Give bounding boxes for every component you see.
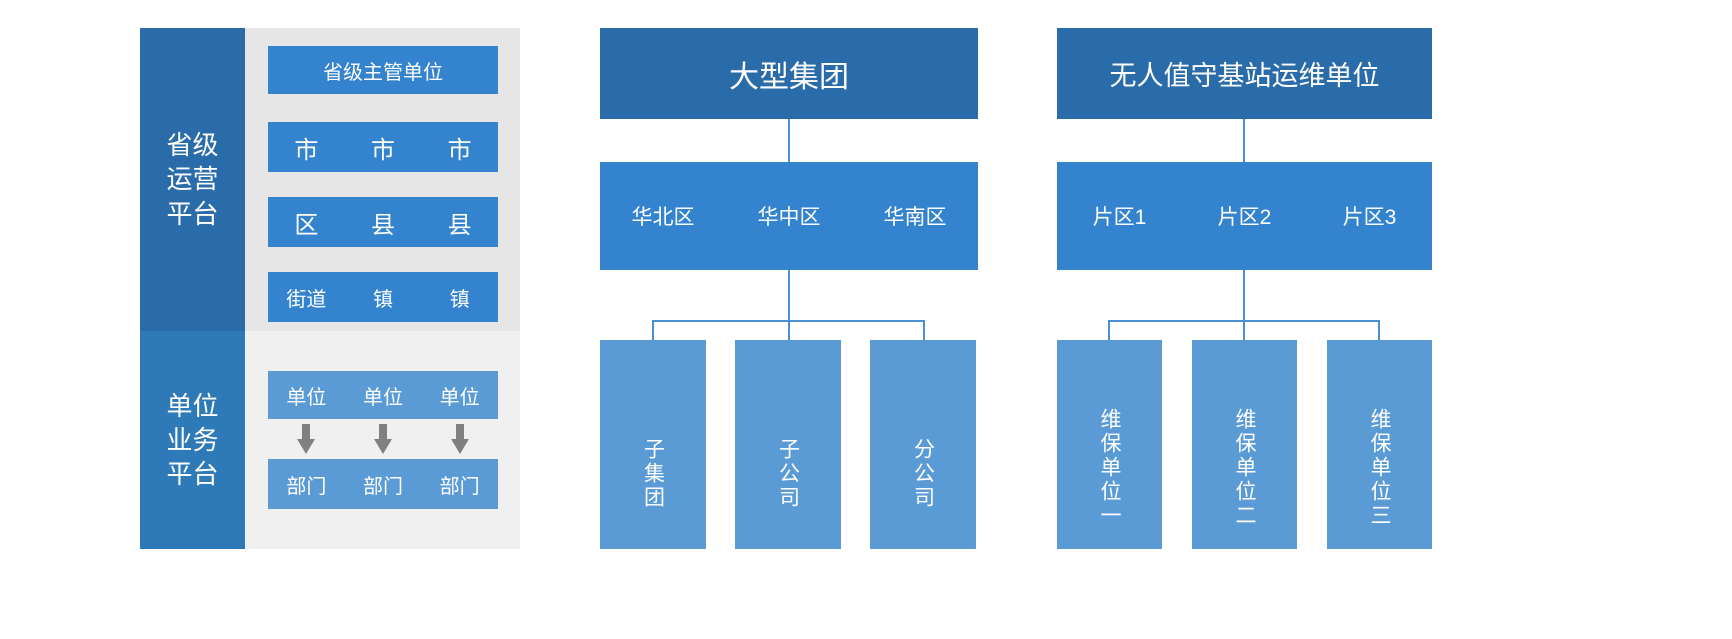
connector-to-leaf-2 <box>788 320 790 340</box>
sidebar-label-provincial-operation-platform[interactable]: 省级 运营 平台 <box>140 28 245 331</box>
node-label: 区 <box>294 211 319 239</box>
sidebar-label-unit-business-platform[interactable]: 单位 业务 平台 <box>140 331 245 549</box>
node-label: 单位 <box>439 386 480 409</box>
node-label: 无人值守基站运维单位 <box>1109 61 1380 91</box>
band-label-zone-1: 片区1 <box>1092 206 1147 229</box>
band-label-north: 华北区 <box>631 206 695 229</box>
band-label-central: 华中区 <box>757 206 821 229</box>
node-label: 镇 <box>449 288 470 311</box>
unmanned-station-om-tree: 无人值守基站运维单位 片区1 片区2 片区3 维保单位一 维保单位二 维保单位三 <box>1057 28 1432 549</box>
connector-to-leaf-3 <box>1378 320 1380 340</box>
node-label: 省级主管单位 <box>323 61 443 84</box>
node-label: 部门 <box>286 475 327 498</box>
node-label: 市 <box>294 136 319 164</box>
node-label: 大型集团 <box>729 60 849 94</box>
sidebar-label-line: 单位 <box>166 390 219 421</box>
band-label-zone-3: 片区3 <box>1342 206 1397 229</box>
connector-to-leaf-1 <box>652 320 654 340</box>
node-band-zones[interactable]: 片区1 片区2 片区3 <box>1057 162 1432 270</box>
band-label-south: 华南区 <box>883 206 947 229</box>
node-label: 单位 <box>363 386 403 409</box>
leaf-label: 维保单位二 <box>1233 407 1256 528</box>
node-label: 市 <box>447 136 472 164</box>
node-label: 单位 <box>286 386 327 409</box>
arrow-row-4 <box>268 423 498 455</box>
node-label: 县 <box>371 211 395 239</box>
connector-to-leaf-3 <box>923 320 925 340</box>
node-label: 市 <box>371 136 395 164</box>
connector-band-stem <box>1243 270 1245 320</box>
leaf-label: 分公司 <box>911 437 935 510</box>
leaf-label: 维保单位一 <box>1098 407 1121 528</box>
connector-band-stem <box>788 270 790 320</box>
node-row-districts[interactable]: 区 县 县 <box>268 197 498 247</box>
leaf-subsidiary[interactable]: 子公司 <box>735 340 841 549</box>
provincial-platform-panel: 省级 运营 平台 单位 业务 平台 省级主管单位 市 市 <box>140 28 520 549</box>
sidebar-label-line: 业务 <box>166 424 219 455</box>
node-label: 部门 <box>363 475 403 498</box>
node-unmanned-station-om-unit[interactable]: 无人值守基站运维单位 <box>1057 28 1432 119</box>
node-row-streets[interactable]: 街道 镇 镇 <box>268 272 498 322</box>
leaf-label: 子集团 <box>641 437 665 510</box>
leaf-label: 维保单位三 <box>1368 407 1391 528</box>
down-arrow-icon <box>421 423 498 455</box>
node-row-units[interactable]: 单位 单位 单位 <box>268 371 498 419</box>
node-row-departments[interactable]: 部门 部门 部门 <box>268 459 498 509</box>
node-label: 部门 <box>439 475 480 498</box>
band-label-zone-2: 片区2 <box>1217 206 1272 229</box>
node-row-cities[interactable]: 市 市 市 <box>268 122 498 172</box>
sidebar-label-line: 平台 <box>166 459 219 490</box>
connector-to-leaf-2 <box>1243 320 1245 340</box>
connector-root-to-band <box>788 119 790 162</box>
leaf-label: 子公司 <box>776 437 800 510</box>
node-label: 县 <box>447 211 472 239</box>
connector-to-leaf-1 <box>1108 320 1110 340</box>
node-label: 镇 <box>373 288 393 311</box>
connector-root-to-band <box>1243 119 1245 162</box>
leaf-maintenance-unit-1[interactable]: 维保单位一 <box>1057 340 1162 549</box>
sidebar-label-line: 运营 <box>166 164 219 195</box>
down-arrow-icon <box>268 423 345 455</box>
large-group-tree: 大型集团 华北区 华中区 华南区 子集团 子公司 分公司 <box>600 28 978 549</box>
sidebar-label-line: 平台 <box>166 198 219 229</box>
node-provincial-authority[interactable]: 省级主管单位 <box>268 46 498 94</box>
node-label: 街道 <box>286 288 327 311</box>
leaf-branch-company[interactable]: 分公司 <box>870 340 976 549</box>
node-large-group[interactable]: 大型集团 <box>600 28 978 119</box>
leaf-sub-group[interactable]: 子集团 <box>600 340 706 549</box>
down-arrow-icon <box>345 423 422 455</box>
leaf-maintenance-unit-2[interactable]: 维保单位二 <box>1192 340 1297 549</box>
node-band-regions[interactable]: 华北区 华中区 华南区 <box>600 162 978 270</box>
sidebar-label-line: 省级 <box>166 130 219 161</box>
leaf-maintenance-unit-3[interactable]: 维保单位三 <box>1327 340 1432 549</box>
